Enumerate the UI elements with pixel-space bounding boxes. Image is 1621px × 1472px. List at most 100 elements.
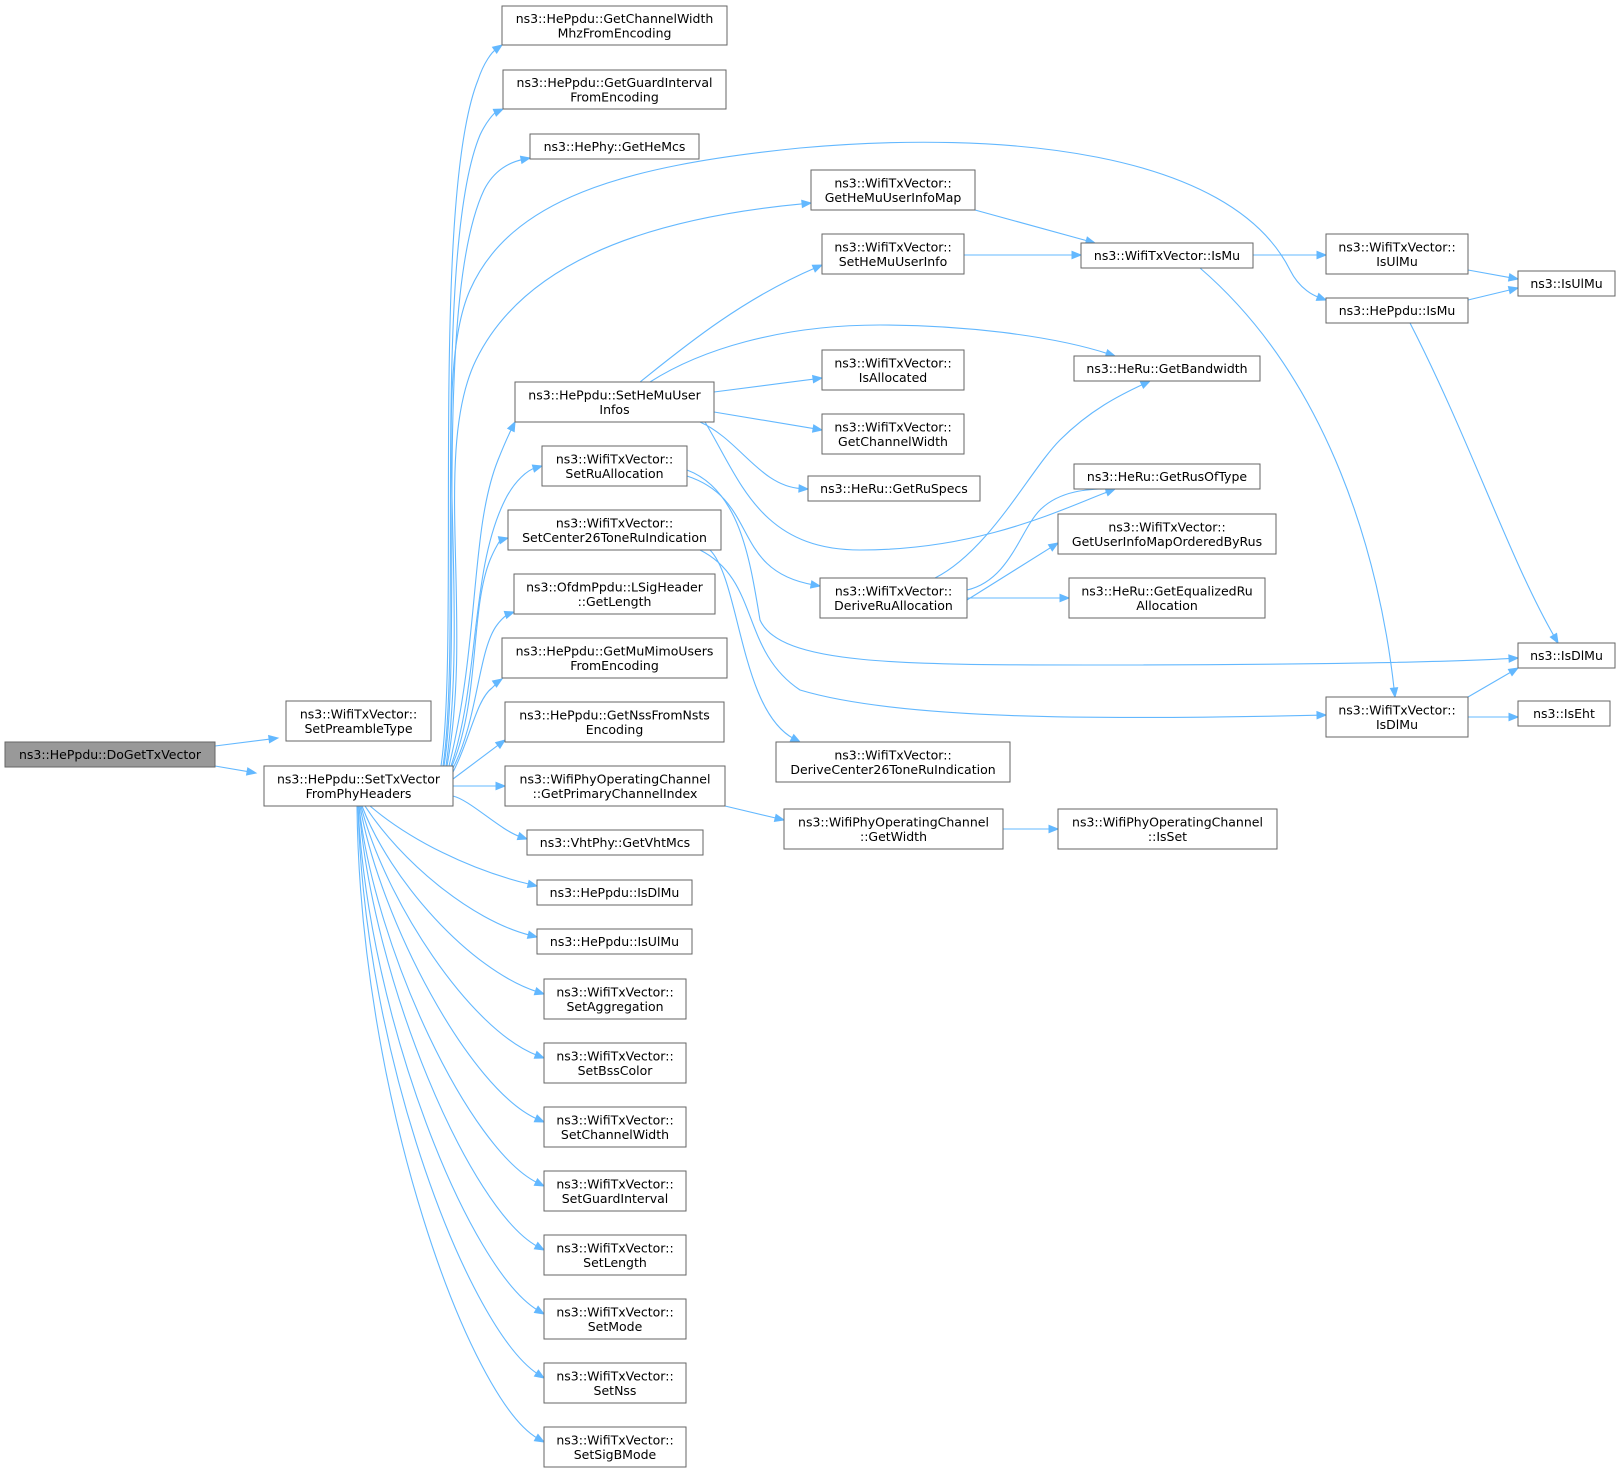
edge-arrowhead [526, 930, 539, 939]
graph-node[interactable]: ns3::WifiTxVector::SetSigBMode [543, 1426, 687, 1468]
graph-node[interactable]: ns3::WifiTxVector::SetNss [543, 1362, 687, 1404]
graph-node[interactable]: ns3::WifiTxVector::SetHeMuUserInfo [821, 233, 965, 275]
graph-node[interactable]: ns3::HePpdu::IsDlMu [536, 879, 693, 906]
graph-node[interactable]: ns3::WifiTxVector::SetBssColor [543, 1042, 687, 1084]
graph-node[interactable]: ns3::WifiTxVector::SetAggregation [543, 978, 687, 1020]
node-label-line: SetAggregation [566, 999, 663, 1014]
graph-node[interactable]: ns3::WifiTxVector::IsMu [1080, 242, 1254, 269]
node-box [543, 1234, 687, 1276]
node-label-line: ns3::WifiTxVector:: [300, 706, 417, 721]
edge-n40-to-n42 [1467, 667, 1520, 698]
node-box [504, 701, 725, 743]
node-box [1080, 242, 1254, 269]
edge-arrowhead [801, 199, 813, 209]
edge-arrowhead [494, 739, 507, 750]
edge-n32-to-n40 [1199, 267, 1399, 699]
graph-node[interactable]: ns3::HePhy::GetHeMcs [529, 133, 700, 160]
graph-node[interactable]: ns3::WifiTxVector::GetHeMuUserInfoMap [810, 169, 976, 211]
edge-arrowhead [1316, 250, 1328, 260]
node-label-line: ::IsSet [1148, 829, 1187, 844]
node-label-line: ns3::WifiTxVector:: [556, 1176, 673, 1191]
edge-arrowhead [809, 580, 822, 589]
graph-node[interactable]: ns3::WifiTxVector::DeriveCenter26ToneRuI… [775, 741, 1011, 783]
graph-node[interactable]: ns3::HeRu::GetBandwidth [1073, 355, 1261, 382]
edge-line [451, 539, 502, 767]
graph-node[interactable]: ns3::WifiPhyOperatingChannel::GetPrimary… [504, 765, 726, 807]
node-box [1325, 297, 1469, 324]
node-label-line: IsUlMu [1376, 254, 1418, 269]
edge-line [709, 549, 795, 740]
edge-n2-to-n21 [357, 805, 546, 1315]
node-label-line: ns3::HePpdu::GetNssFromNsts [519, 707, 710, 722]
graph-node[interactable]: ns3::OfdmPpdu::LSigHeader::GetLength [513, 573, 716, 615]
graph-node[interactable]: ns3::WifiTxVector::SetMode [543, 1298, 687, 1340]
node-label-line: ns3::WifiTxVector:: [556, 515, 673, 530]
graph-node[interactable]: ns3::HeRu::GetRuSpecs [807, 475, 981, 502]
node-box [819, 577, 968, 619]
graph-node[interactable]: ns3::HePpdu::IsUlMu [536, 928, 693, 955]
edge-arrowhead [519, 155, 532, 165]
edge-arrowhead [1047, 542, 1060, 552]
edge-line [704, 421, 1109, 551]
edge-line [713, 378, 816, 393]
node-box [775, 741, 1011, 783]
graph-node[interactable]: ns3::WifiTxVector::IsAllocated [821, 349, 965, 391]
graph-node[interactable]: ns3::WifiTxVector::DeriveRuAllocation [819, 577, 968, 619]
graph-node[interactable]: ns3::WifiTxVector::GetChannelWidth [821, 413, 965, 455]
node-box [263, 765, 454, 807]
edge-arrowhead [268, 734, 280, 744]
node-box [1517, 270, 1616, 297]
graph-node[interactable]: ns3::WifiTxVector::SetCenter26ToneRuIndi… [507, 509, 722, 551]
edge-n2-to-n11 [452, 739, 507, 780]
graph-node[interactable]: ns3::WifiPhyOperatingChannel::IsSet [1057, 808, 1278, 850]
edge-n2-to-n24 [446, 199, 813, 767]
graph-node[interactable]: ns3::HePpdu::DoGetTxVector [4, 741, 216, 768]
graph-node[interactable]: ns3::WifiTxVector::SetChannelWidth [543, 1106, 687, 1148]
graph-node[interactable]: ns3::WifiTxVector::IsUlMu [1325, 233, 1469, 275]
edge-line [686, 475, 814, 586]
graph-node[interactable]: ns3::WifiTxVector::IsDlMu [1325, 696, 1469, 738]
edge-arrowhead [533, 1305, 546, 1315]
graph-node[interactable]: ns3::WifiPhyOperatingChannel::GetWidth [783, 808, 1004, 850]
edge-n2-to-n18 [359, 805, 546, 1123]
edge-arrowhead [516, 831, 529, 841]
node-label-line: SetSigBMode [574, 1447, 657, 1462]
graph-node[interactable]: ns3::IsUlMu [1517, 270, 1616, 297]
node-box [541, 445, 688, 487]
graph-node[interactable]: ns3::HeRu::GetRusOfType [1073, 463, 1261, 490]
node-box [504, 765, 726, 807]
edge-line [356, 805, 539, 1439]
graph-node[interactable]: ns3::IsEht [1517, 700, 1611, 727]
node-box [543, 1362, 687, 1404]
edge-n24-to-n32 [974, 209, 1097, 245]
graph-node[interactable]: ns3::WifiTxVector::SetPreambleType [285, 700, 432, 742]
edge-n29-to-n36 [967, 593, 1071, 603]
node-label-line: ns3::WifiTxVector:: [556, 1112, 673, 1127]
graph-node[interactable]: ns3::WifiTxVector::SetRuAllocation [541, 445, 688, 487]
edge-n29-to-n35 [966, 542, 1060, 601]
node-box [543, 1170, 687, 1212]
edge-n40-to-n43 [1468, 712, 1520, 722]
graph-node[interactable]: ns3::WifiTxVector::SetGuardInterval [543, 1170, 687, 1212]
graph-node[interactable]: ns3::VhtPhy::GetVhtMcs [526, 829, 704, 856]
graph-node[interactable]: ns3::WifiTxVector::GetUserInfoMapOrdered… [1057, 513, 1277, 555]
edge-line [639, 267, 816, 383]
node-label-line: MhzFromEncoding [558, 25, 672, 40]
edge-n32-to-n38 [1253, 250, 1328, 260]
edge-line [1199, 267, 1395, 691]
node-label-line: SetCenter26ToneRuIndication [522, 530, 707, 545]
edge-line [713, 411, 816, 430]
graph-node[interactable]: ns3::WifiTxVector::SetLength [543, 1234, 687, 1276]
node-label-line: ns3::WifiTxVector::IsMu [1094, 248, 1240, 263]
graph-node[interactable]: ns3::HePpdu::GetChannelWidthMhzFromEncod… [501, 5, 728, 46]
graph-node[interactable]: ns3::HePpdu::IsMu [1325, 297, 1469, 324]
edge-arrowhead [1507, 667, 1520, 677]
graph-node[interactable]: ns3::HePpdu::GetGuardIntervalFromEncodin… [502, 69, 727, 110]
graph-node[interactable]: ns3::IsDlMu [1517, 642, 1616, 669]
edge-arrowhead [773, 813, 786, 823]
